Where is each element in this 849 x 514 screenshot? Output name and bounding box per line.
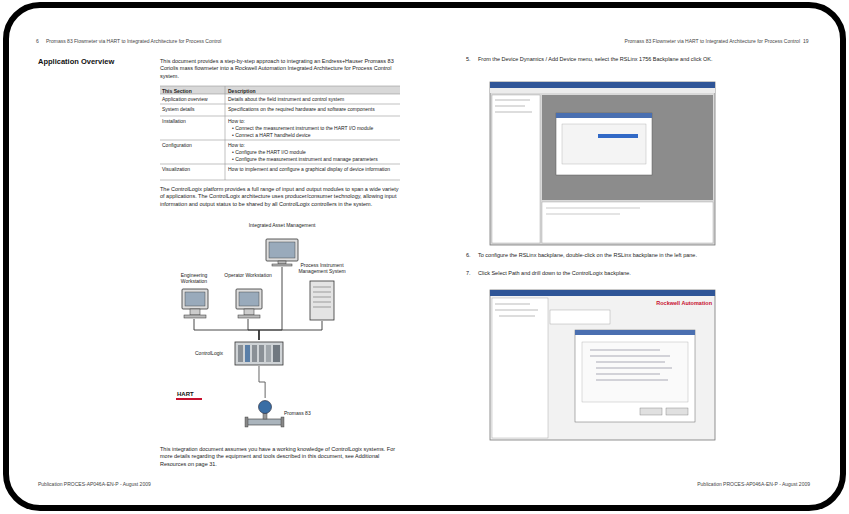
network-cable xyxy=(259,321,322,340)
running-header: Promass 83 Flowmeter via HART to Integra… xyxy=(500,38,800,45)
logo-text: HART xyxy=(176,390,202,400)
table-cell: How to: xyxy=(228,142,398,149)
table-cell: Specifications on the required hardware … xyxy=(228,106,398,113)
table-cell: Configuration xyxy=(162,142,224,149)
table-cell: System details xyxy=(162,106,224,113)
table-cell: Application overview xyxy=(162,96,224,103)
table-cell: • Connect the measurement instrument to … xyxy=(232,125,398,132)
device-caption: Promass 83 xyxy=(284,410,324,416)
step-text: To configure the RSLinx backplane, doubl… xyxy=(478,252,798,259)
computer-icon xyxy=(182,289,208,318)
body-paragraph: The ControlLogix platform provides a ful… xyxy=(160,186,400,208)
step-number: 7. xyxy=(466,270,476,277)
network-device: Integrated Asset Management xyxy=(247,222,317,267)
table-cell: Details about the field instrument and c… xyxy=(228,96,398,103)
table-cell: How to implement and configure a graphic… xyxy=(228,166,398,173)
flowmeter-icon xyxy=(245,401,284,428)
page-number: 6 xyxy=(36,38,46,45)
table-cell: Visualization xyxy=(162,166,224,173)
step-number: 5. xyxy=(466,56,476,63)
page-footer: Publication PROCES-AP046A-EN-P - August … xyxy=(38,481,238,488)
brand-logo: Rockwell Automation xyxy=(640,300,712,307)
computer-icon xyxy=(236,289,262,318)
page-number: 19 xyxy=(803,38,817,45)
table-header: This Section xyxy=(162,88,222,95)
server-cabinet xyxy=(310,281,334,320)
network-device: Operator Workstation xyxy=(224,272,272,319)
device-caption: ControlLogix xyxy=(195,350,233,356)
table-cell: Installation xyxy=(162,118,224,125)
network-device: Engineering Workstation xyxy=(170,272,218,319)
table-cell: • Connect a HART handheld device xyxy=(232,132,398,139)
section-heading: Application Overview xyxy=(38,57,153,67)
network-cable xyxy=(248,319,259,340)
network-device: Promass 83 xyxy=(244,398,324,430)
page-footer: Publication PROCES-AP046A-EN-P - August … xyxy=(610,481,810,488)
controller-rack xyxy=(235,342,283,365)
device-caption: Integrated Asset Management xyxy=(247,222,317,228)
software-screenshot xyxy=(490,290,715,440)
step-text: Click Select Path and drill down to the … xyxy=(478,270,798,277)
software-screenshot xyxy=(490,82,715,245)
network-device: Process Instrument Management System xyxy=(296,262,348,321)
network-device: ControlLogix xyxy=(195,340,285,366)
step-text: From the Device Dynamics / Add Device me… xyxy=(478,56,798,63)
table-cell: • Configure the HART I/O module xyxy=(232,149,398,156)
device-caption: Operator Workstation xyxy=(224,272,272,278)
network-cable xyxy=(194,319,259,340)
running-header: Promass 83 Flowmeter via HART to Integra… xyxy=(46,38,326,45)
table-cell: • Configure the measurement instrument a… xyxy=(232,156,398,163)
computer-icon xyxy=(266,239,298,266)
overview-table xyxy=(160,86,400,180)
body-paragraph: This document provides a step-by-step ap… xyxy=(160,58,400,80)
table-cell: How to: xyxy=(228,118,398,125)
network-cable xyxy=(259,366,265,398)
body-paragraph: This integration document assumes you ha… xyxy=(160,446,400,468)
device-caption: Engineering Workstation xyxy=(170,272,218,285)
device-caption: Process Instrument Management System xyxy=(296,262,348,275)
step-number: 6. xyxy=(466,252,476,259)
table-header: Description xyxy=(228,88,388,95)
slide-frame xyxy=(6,5,843,508)
